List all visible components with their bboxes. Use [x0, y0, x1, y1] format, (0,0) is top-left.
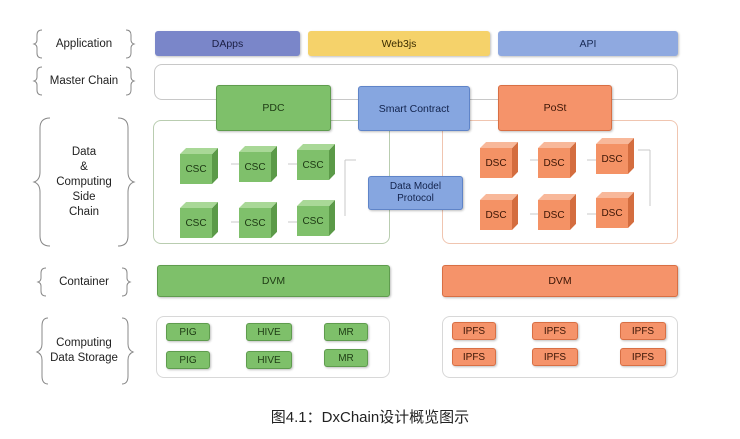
- csc-cube: CSC: [180, 202, 218, 238]
- pig-block: PIG: [166, 351, 210, 369]
- smart-contract-block: Smart Contract: [358, 86, 470, 131]
- csc-label: CSC: [180, 208, 212, 238]
- dsc-cube: DSC: [538, 194, 576, 230]
- csc-cube: CSC: [239, 202, 277, 238]
- ipfs-block: IPFS: [452, 322, 496, 340]
- csc-cube: CSC: [297, 144, 335, 180]
- csc-label: CSC: [239, 152, 271, 182]
- dsc-label: DSC: [538, 148, 570, 178]
- web3js-bar: Web3js: [308, 31, 490, 56]
- layer-label-container: Container: [59, 275, 109, 288]
- dsc-cube: DSC: [480, 194, 518, 230]
- csc-label: CSC: [297, 150, 329, 180]
- api-bar: API: [498, 31, 678, 56]
- dvm-right-bar: DVM: [442, 265, 678, 297]
- csc-label: CSC: [297, 206, 329, 236]
- dsc-label: DSC: [480, 200, 512, 230]
- dvm-left-bar: DVM: [157, 265, 390, 297]
- figure-caption: 图4.1：DxChain设计概览图示: [270, 409, 470, 426]
- dsc-label: DSC: [596, 198, 628, 228]
- hive-block: HIVE: [246, 351, 292, 369]
- dsc-cube: DSC: [596, 138, 634, 174]
- dsc-cube: DSC: [596, 192, 634, 228]
- csc-label: CSC: [239, 208, 271, 238]
- layer-label-storage: Computing Data Storage: [50, 337, 118, 364]
- layer-label-master-chain: Master Chain: [49, 74, 119, 87]
- layer-label-side-chain: Data & Computing Side Chain: [56, 145, 112, 218]
- dapps-bar: DApps: [155, 31, 300, 56]
- csc-cube: CSC: [180, 148, 218, 184]
- ipfs-block: IPFS: [452, 348, 496, 366]
- dsc-cube: DSC: [538, 142, 576, 178]
- csc-label: CSC: [180, 154, 212, 184]
- hive-block: HIVE: [246, 323, 292, 341]
- ipfs-block: IPFS: [620, 322, 666, 340]
- data-model-protocol-block: Data Model Protocol: [368, 176, 463, 210]
- pdc-block: PDC: [216, 85, 331, 131]
- ipfs-block: IPFS: [620, 348, 666, 366]
- mr-block: MR: [324, 323, 368, 341]
- dsc-label: DSC: [596, 144, 628, 174]
- dsc-label: DSC: [480, 148, 512, 178]
- ipfs-block: IPFS: [532, 348, 578, 366]
- csc-cube: CSC: [239, 146, 277, 182]
- dsc-cube: DSC: [480, 142, 518, 178]
- pig-block: PIG: [166, 323, 210, 341]
- dsc-label: DSC: [538, 200, 570, 230]
- mr-block: MR: [324, 349, 368, 367]
- post-block: PoSt: [498, 85, 612, 131]
- ipfs-block: IPFS: [532, 322, 578, 340]
- csc-cube: CSC: [297, 200, 335, 236]
- layer-label-application: Application: [55, 37, 113, 50]
